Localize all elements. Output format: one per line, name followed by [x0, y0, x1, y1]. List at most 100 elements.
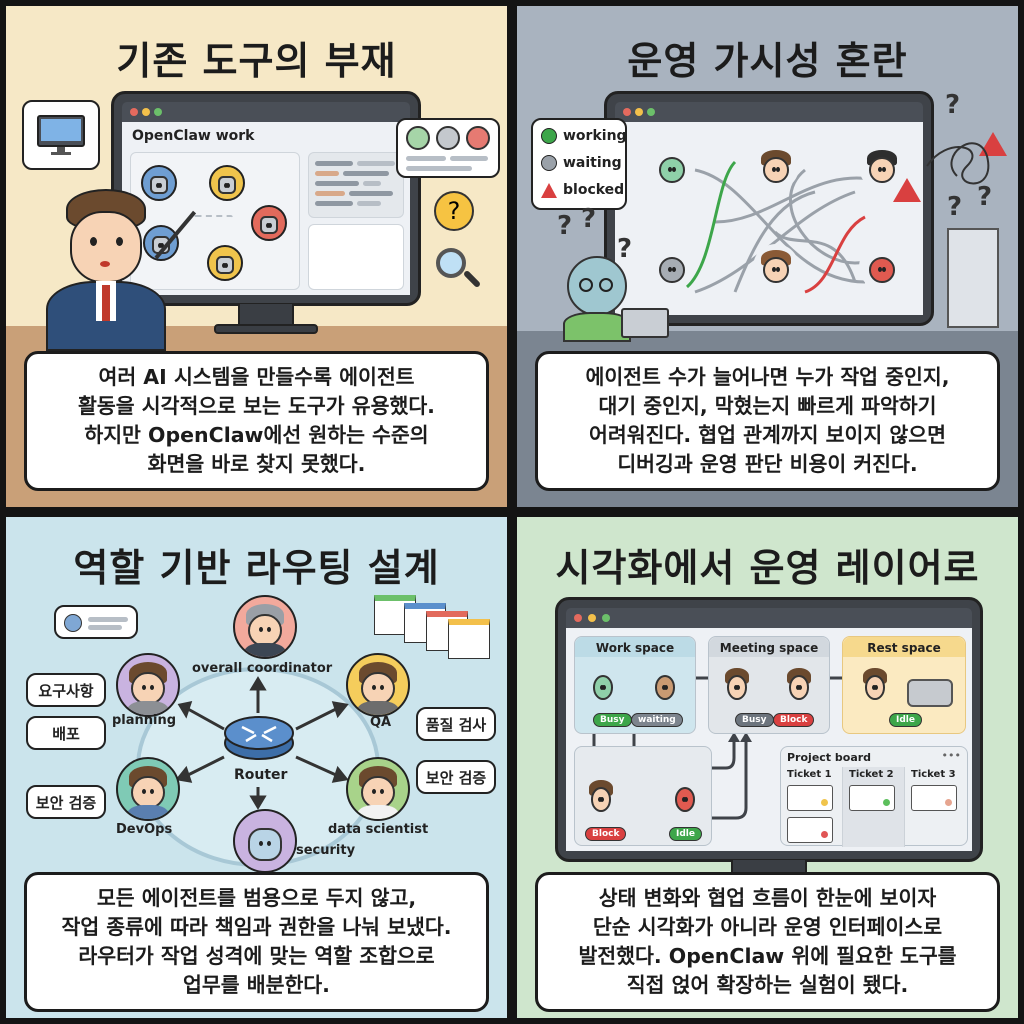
warning-icon: [893, 178, 921, 202]
gray-circle-icon: [541, 155, 557, 171]
computer-thought-bubble: [22, 100, 100, 170]
ticket-card[interactable]: [787, 817, 833, 843]
desktop-computer-icon: [37, 115, 85, 155]
caption-line: 대기 중인지, 막혔는지 빠르게 파악하기: [598, 394, 937, 418]
close-dot-icon: [623, 108, 631, 116]
panel-visualization-to-ops-layer: 시각화에서 운영 레이어로: [517, 517, 1018, 1018]
minimize-dot-icon: [635, 108, 643, 116]
legend-item-working: working: [541, 128, 627, 144]
screen: [615, 122, 923, 315]
minimize-dot-icon: [142, 108, 150, 116]
role-label-devops: DevOps: [116, 822, 173, 837]
routing-diagram: [136, 667, 380, 867]
maximize-dot-icon: [602, 614, 610, 622]
caption-line: 에이전트 수가 늘어나면 누가 작업 중인지,: [585, 365, 950, 389]
tag-requirements: 요구사항: [26, 673, 106, 707]
green-circle-icon: [541, 128, 557, 144]
minimize-dot-icon: [588, 614, 596, 622]
robot-agent-angry: [859, 244, 905, 290]
role-avatar-data-scientist: [346, 757, 410, 821]
caption-line: 하지만 OpenClaw에선 원하는 수준의: [84, 423, 429, 447]
maximize-dot-icon: [647, 108, 655, 116]
ticket-card[interactable]: [911, 785, 957, 811]
thinking-face-icon: ?: [434, 191, 474, 231]
role-avatar-coordinator: [233, 595, 297, 659]
agent-headset: [647, 663, 683, 707]
caption-line: 상태 변화와 협업 흐름이 한눈에 보이자: [598, 886, 937, 910]
question-mark-icon: ?: [581, 204, 597, 234]
documents-stack-icon: [374, 595, 494, 665]
badge-bubble: [54, 605, 138, 639]
zone-title: Rest space: [867, 641, 941, 655]
confused-robot-operator: [557, 256, 637, 342]
monitor: Work space Busy waiting Meeting space Bu…: [555, 597, 983, 862]
zone-rest-space[interactable]: Rest space Idle: [842, 636, 966, 734]
screen: OpenClaw work: [122, 122, 410, 295]
agent-woman: [719, 663, 755, 707]
question-mark-icon: ?: [617, 234, 633, 264]
robot-avatar: [207, 245, 243, 281]
status-pill: Busy: [735, 713, 774, 727]
caption-line: 발전했다. OpenClaw 위에 필요한 도구를: [578, 944, 957, 968]
robot-agent: [585, 663, 621, 707]
agent-man: [583, 775, 619, 819]
caption-line: 화면을 바로 찾지 못했다.: [147, 452, 366, 476]
presenter-man: [46, 181, 176, 351]
zone-work-space[interactable]: Work space Busy waiting: [574, 636, 696, 734]
sofa-icon: [907, 679, 953, 707]
status-pill: Busy: [593, 713, 632, 727]
status-pill: waiting: [631, 713, 683, 727]
caption-box: 상태 변화와 협업 흐름이 한눈에 보이자 단순 시각화가 아니라 운영 인터페…: [535, 872, 1000, 1012]
tag-security-verification: 보안 검증: [26, 785, 106, 819]
sad-face-icon: [466, 126, 490, 150]
ticket-card[interactable]: [787, 785, 833, 811]
caption-line: 업무를 배분한다.: [183, 973, 330, 997]
log-panel: [308, 152, 404, 218]
status-legend: working waiting blocked: [531, 118, 627, 210]
router-label: Router: [234, 767, 288, 783]
ticket-card[interactable]: [849, 785, 895, 811]
role-label-planning: planning: [112, 713, 177, 728]
zone-lower[interactable]: Block Idle: [574, 746, 712, 846]
panel-title: 기존 도구의 부재: [116, 39, 397, 83]
board-column: Ticket 2: [843, 767, 905, 847]
agent-woman: [753, 244, 799, 290]
close-dot-icon: [130, 108, 138, 116]
agent-man: [753, 144, 799, 190]
role-label-data-scientist: data scientist: [328, 822, 429, 837]
caption-box: 여러 AI 시스템을 만들수록 에이전트 활동을 시각적으로 보는 도구가 유용…: [24, 351, 489, 491]
window-titlebar: [122, 102, 410, 122]
caption-line: 활동을 시각적으로 보는 도구가 유용했다.: [78, 394, 435, 418]
panel-title: 운영 가시성 혼란: [627, 39, 908, 83]
tag-quality-check: 품질 검사: [416, 707, 496, 741]
magnifier-icon: [436, 248, 466, 278]
more-menu-icon[interactable]: •••: [941, 749, 961, 762]
question-mark-icon: ?: [557, 211, 573, 241]
warning-triangle-icon: [541, 182, 557, 198]
board-column: Ticket 3: [905, 767, 967, 847]
status-pill: Block: [585, 827, 627, 841]
caption-line: 단순 시각화가 아니라 운영 인터페이스로: [592, 915, 943, 939]
role-label-security: security: [296, 843, 356, 858]
close-dot-icon: [574, 614, 582, 622]
caption-box: 에이전트 수가 늘어나면 누가 작업 중인지, 대기 중인지, 막혔는지 빠르게…: [535, 351, 1000, 491]
question-mark-icon: ?: [945, 90, 961, 120]
maximize-dot-icon: [154, 108, 162, 116]
question-mark-icon: ?: [977, 182, 993, 212]
caption-line: 라우터가 작업 성격에 맞는 역할 조합으로: [78, 944, 435, 968]
project-board[interactable]: Project board ••• Ticket 1 Ticket 2 Tick…: [780, 746, 968, 847]
legend-item-waiting: waiting: [541, 155, 622, 171]
robot-agent-working: [649, 144, 695, 190]
screen-title: OpenClaw work: [132, 128, 255, 144]
status-pill: Idle: [669, 827, 702, 841]
caption-line: 모든 에이전트를 범용으로 두지 않고,: [96, 886, 417, 910]
caption-line: 작업 종류에 따라 책임과 권한을 나눠 보냈다.: [61, 915, 452, 939]
zone-meeting-space[interactable]: Meeting space Busy Block: [708, 636, 830, 734]
board-column: Ticket 1: [781, 767, 843, 847]
monitor-base: [214, 324, 318, 334]
project-board-title: Project board: [787, 751, 872, 764]
panel-role-based-routing: 역할 기반 라우팅 설계 Router overall coordinator …: [6, 517, 507, 1018]
robot-avatar: [209, 165, 245, 201]
router-icon: [225, 712, 293, 760]
